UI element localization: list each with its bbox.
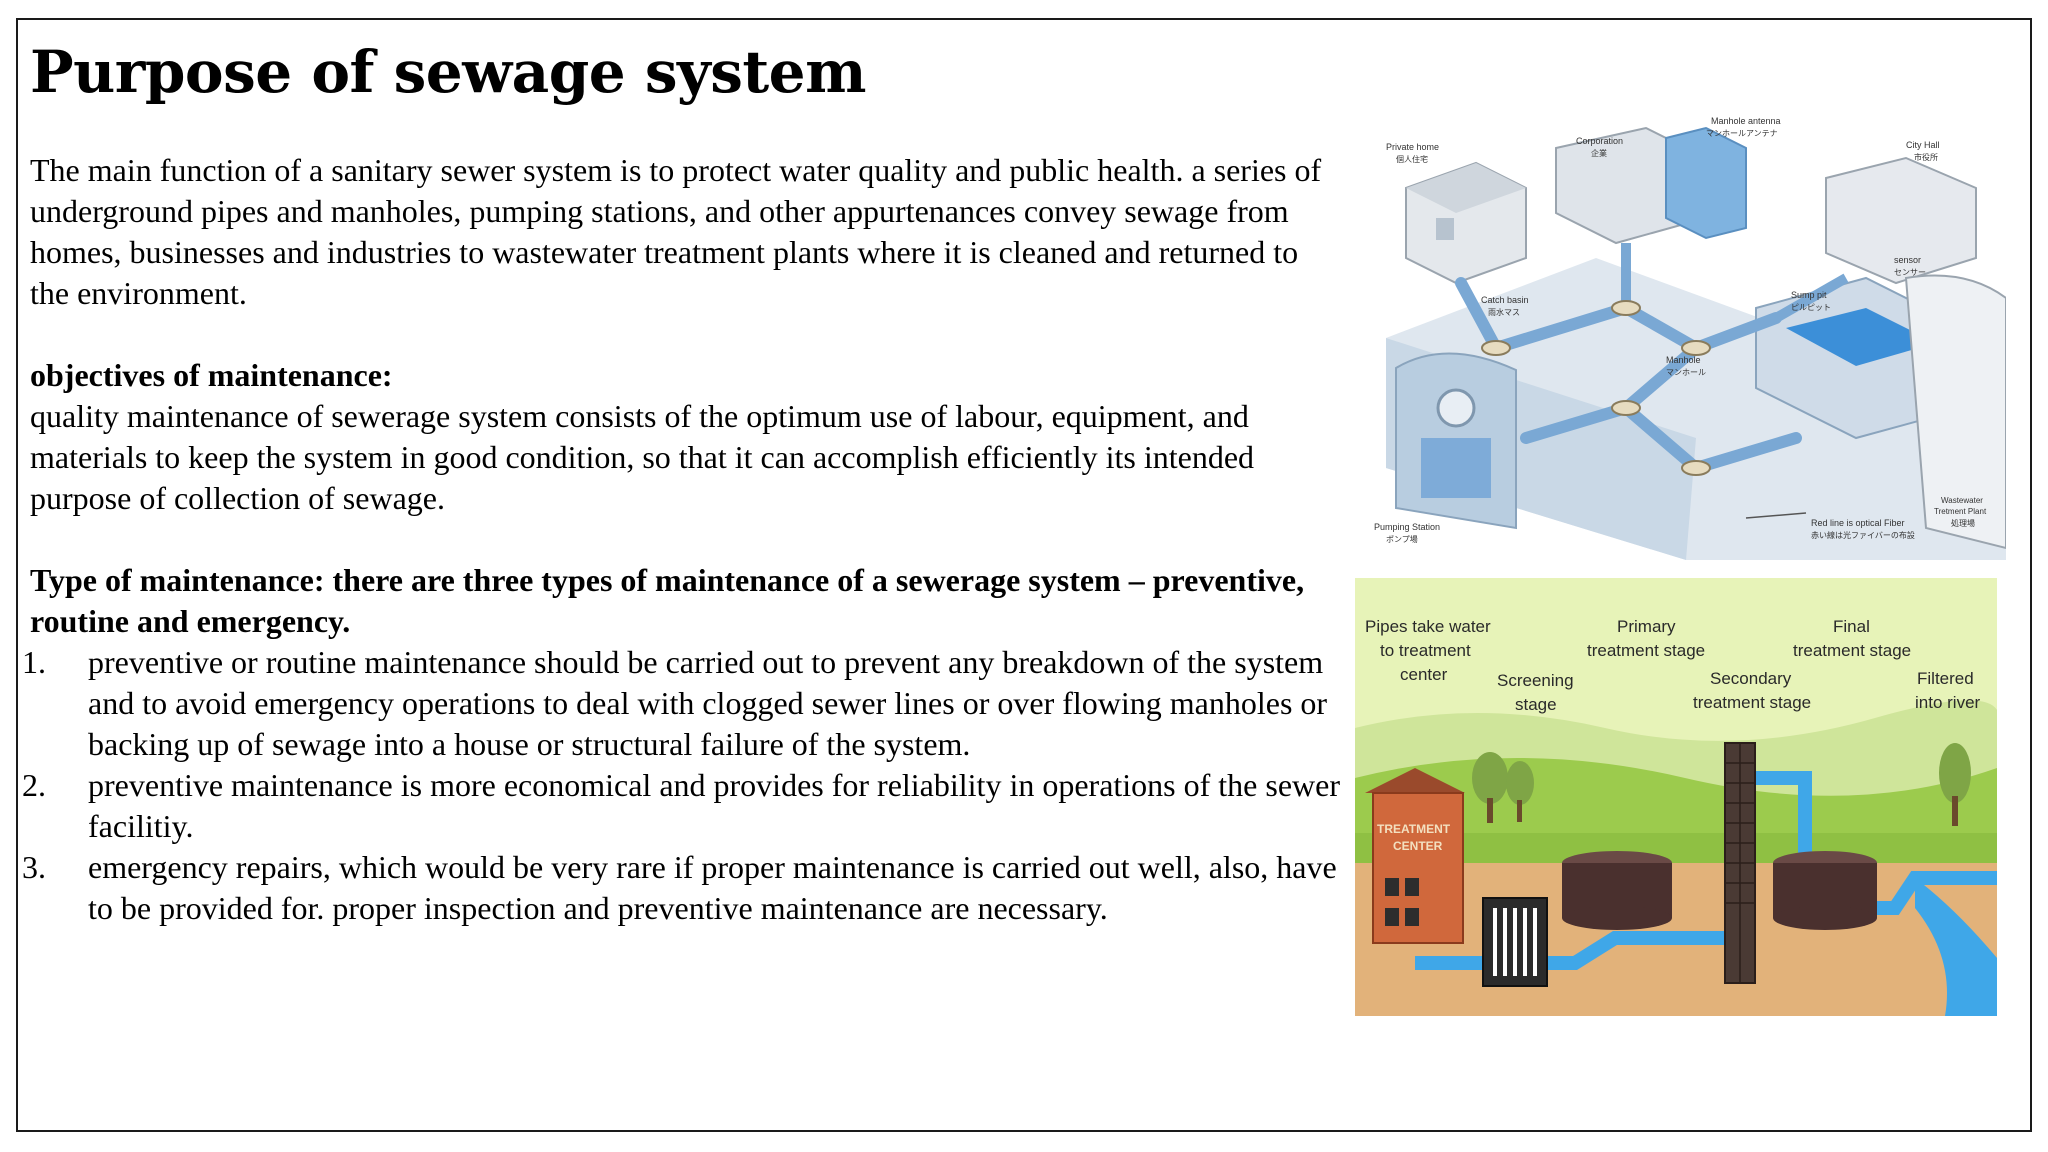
- label-pipes-3: center: [1400, 665, 1448, 684]
- label-optical-fiber: Red line is optical Fiber: [1811, 518, 1905, 528]
- label-wastewater-jp: 処理場: [1951, 518, 1975, 528]
- label-catch-basin: Catch basin: [1481, 295, 1529, 305]
- label-city-hall-jp: 市役所: [1914, 152, 1938, 162]
- river: [1915, 878, 1997, 1016]
- list-item-text: preventive or routine maintenance should…: [88, 644, 1328, 762]
- list-number: 2.: [22, 767, 46, 803]
- label-secondary-2: treatment stage: [1693, 693, 1811, 712]
- label-final-1: Final: [1833, 617, 1870, 636]
- label-final-2: treatment stage: [1793, 641, 1911, 660]
- label-catch-basin-jp: 雨水マス: [1488, 307, 1520, 317]
- label-secondary-1: Secondary: [1710, 669, 1792, 688]
- label-filtered-1: Filtered: [1917, 669, 1974, 688]
- label-sump-pit: Sump pit: [1791, 290, 1827, 300]
- list-number: 3.: [22, 849, 46, 885]
- spacer: [30, 519, 1340, 560]
- label-manhole: Manhole: [1666, 355, 1701, 365]
- label-sensor: sensor: [1894, 255, 1921, 265]
- label-primary-2: treatment stage: [1587, 641, 1705, 660]
- spacer: [30, 314, 1340, 355]
- slide-title: Purpose of sewage system: [30, 38, 866, 106]
- label-manhole-antenna-jp: マンホールアンテナ: [1706, 129, 1778, 138]
- label-private-home: Private home: [1386, 142, 1439, 152]
- label-corporation: Corporation: [1576, 136, 1623, 146]
- building-sign-2: CENTER: [1393, 839, 1443, 853]
- manhole: [1481, 340, 1511, 356]
- list-item: 2. preventive maintenance is more econom…: [22, 765, 1340, 847]
- objectives-heading: objectives of maintenance:: [30, 357, 393, 393]
- label-pipes-2: to treatment: [1380, 641, 1471, 660]
- label-sensor-jp: センサー: [1894, 268, 1926, 277]
- types-heading: Type of maintenance: there are three typ…: [30, 562, 1305, 639]
- label-pipes-1: Pipes take water: [1365, 617, 1491, 636]
- list-number: 1.: [22, 644, 46, 680]
- slide-body: The main function of a sanitary sewer sy…: [22, 150, 1340, 929]
- optical-fiber-leader: [1745, 512, 1807, 519]
- label-manhole-antenna: Manhole antenna: [1711, 116, 1781, 126]
- building-sign-1: TREATMENT: [1377, 822, 1451, 836]
- label-sump-pit-jp: ピルピット: [1791, 303, 1831, 312]
- list-item: 3. emergency repairs, which would be ver…: [22, 847, 1340, 929]
- list-item: 1. preventive or routine maintenance sho…: [22, 642, 1340, 765]
- label-primary-1: Primary: [1617, 617, 1676, 636]
- list-item-text: preventive maintenance is more economica…: [88, 767, 1340, 844]
- label-manhole-jp: マンホール: [1666, 368, 1706, 377]
- label-corporation-jp: 企業: [1591, 148, 1607, 158]
- maintenance-list: 1. preventive or routine maintenance sho…: [22, 642, 1340, 929]
- label-wastewater-1: Wastewater: [1941, 496, 1983, 505]
- label-filtered-2: into river: [1915, 693, 1981, 712]
- intro-paragraph: The main function of a sanitary sewer sy…: [30, 152, 1322, 311]
- label-pumping-station-jp: ポンプ場: [1386, 534, 1418, 544]
- treatment-stages-svg: TREATMENT CENTER Pipes take water to: [1355, 578, 1997, 1016]
- city-hall-building: [1825, 156, 1977, 285]
- treatment-stages-illustration: TREATMENT CENTER Pipes take water to: [1355, 578, 1997, 1016]
- objectives-paragraph: quality maintenance of sewerage system c…: [30, 398, 1255, 516]
- label-pumping-station: Pumping Station: [1374, 522, 1440, 532]
- sewer-network-svg: Private home 個人住宅 Corporation 企業 Manhole…: [1366, 108, 2006, 560]
- label-wastewater-2: Tretment Plant: [1934, 507, 1987, 516]
- treatment-center-roof: [1365, 768, 1465, 793]
- sewer-network-illustration: Private home 個人住宅 Corporation 企業 Manhole…: [1366, 108, 2006, 560]
- label-optical-fiber-jp: 赤い線は光ファイバーの布設: [1811, 530, 1915, 540]
- label-screening-1: Screening: [1497, 671, 1574, 690]
- label-private-home-jp: 個人住宅: [1396, 154, 1428, 164]
- label-city-hall: City Hall: [1906, 140, 1940, 150]
- list-item-text: emergency repairs, which would be very r…: [88, 849, 1337, 926]
- label-screening-2: stage: [1515, 695, 1557, 714]
